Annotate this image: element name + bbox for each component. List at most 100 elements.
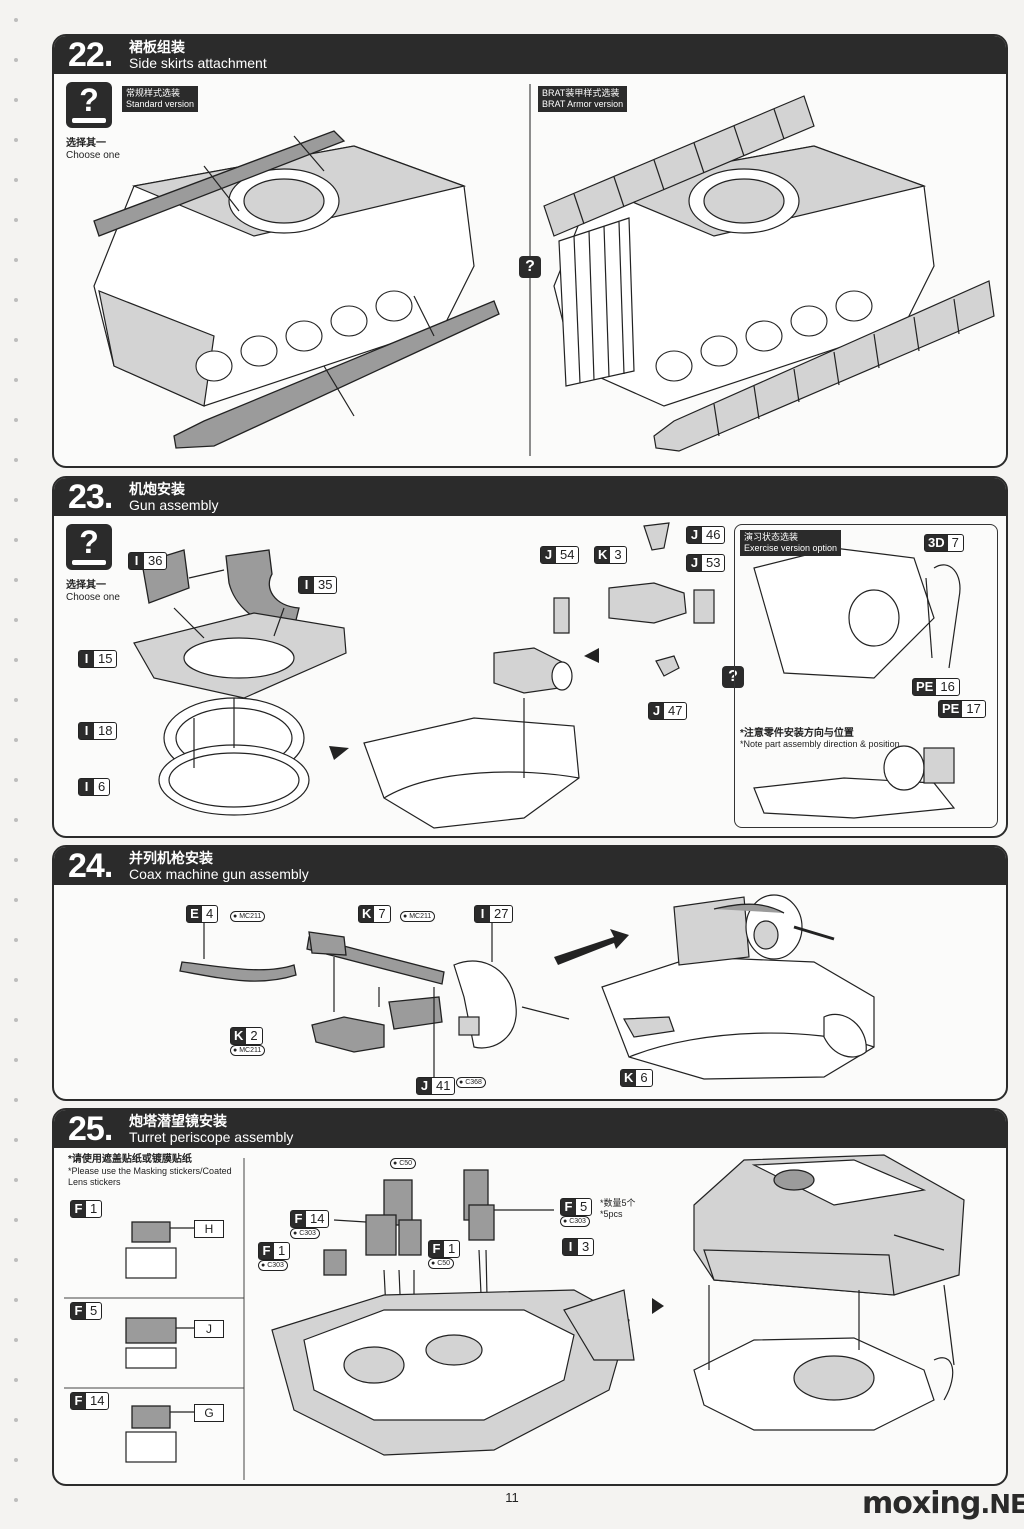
- step-title-zh: 机炮安装: [129, 481, 185, 497]
- part-j46-drawing: [643, 522, 670, 551]
- step-22-illustration: [93, 84, 995, 456]
- step-title-zh: 裙板组装: [129, 39, 185, 55]
- step-number: 24.: [68, 847, 113, 885]
- paint-code-c50: ● C50: [390, 1158, 417, 1169]
- watermark-logo: moxing.NET: [862, 1486, 1024, 1521]
- page-number: 11: [505, 1490, 519, 1505]
- quantity-note: *数量5个*5pcs: [600, 1198, 636, 1219]
- skirt-upper-brat: [543, 95, 815, 237]
- paint-code-c303: ● C303: [258, 1260, 288, 1271]
- paint-code-mc211: ● MC211: [230, 911, 266, 922]
- part-j47-drawing: [655, 655, 680, 677]
- step-24-illustration: [179, 894, 875, 1080]
- binder-holes: [14, 18, 18, 1502]
- choose-question-icon-small: ?: [722, 666, 744, 688]
- choose-one-question-icon: ?: [66, 524, 112, 570]
- step-23-header: 23. 机炮安装 Gun assembly: [54, 478, 1006, 516]
- arrow-down-left-icon: [584, 648, 599, 663]
- part-j54-drawing: [553, 597, 570, 634]
- periscope-f1-drawing: [125, 1221, 177, 1279]
- choose-one-question-icon: ?: [66, 82, 112, 128]
- turret-base-drawing: [363, 717, 580, 829]
- arrow-right-icon: [329, 746, 349, 760]
- paint-code-c50: ● C50: [428, 1258, 455, 1269]
- step-25-illustration: [64, 1154, 965, 1480]
- arrow-right-icon: [652, 1298, 664, 1314]
- sticker-label-j: J: [194, 1320, 224, 1338]
- step-title-en: Coax machine gun assembly: [129, 866, 309, 882]
- step-25-header: 25. 炮塔潜望镜安装 Turret periscope assembly: [54, 1110, 1006, 1148]
- step-25-panel: 25. 炮塔潜望镜安装 Turret periscope assembly: [52, 1108, 1008, 1486]
- part-k3-drawing: [608, 582, 687, 624]
- step-title-en: Gun assembly: [129, 497, 219, 513]
- paint-code-c303: ● C303: [560, 1216, 590, 1227]
- step-title-zh: 炮塔潜望镜安装: [129, 1113, 227, 1129]
- paint-code-mc211: ● MC211: [230, 1045, 266, 1056]
- step-number: 25.: [68, 1110, 113, 1148]
- part-j41-drawing: [388, 996, 443, 1030]
- step-number: 22.: [68, 36, 113, 74]
- step-title-en: Side skirts attachment: [129, 55, 267, 71]
- part-e4-drawing: [179, 961, 297, 982]
- step-title-zh: 并列机枪安装: [129, 850, 213, 866]
- step-number: 23.: [68, 478, 113, 516]
- periscope-f5-drawing: [125, 1317, 177, 1369]
- part-k2-drawing: [311, 1016, 385, 1053]
- masking-note-en: *Please use the Masking stickers/Coated …: [68, 1166, 232, 1187]
- paint-code-mc211: ● MC211: [400, 911, 436, 922]
- vehicle-brat-drawing: [543, 95, 995, 452]
- skirt-lower-standard: [173, 300, 500, 449]
- periscope-f14-drawing: [125, 1405, 177, 1463]
- step-23-illustration: [133, 522, 961, 829]
- exercise-option-box: [734, 524, 998, 828]
- sticker-label-g: G: [194, 1404, 224, 1422]
- step-22-header: 22. 裙板组装 Side skirts attachment: [54, 36, 1006, 74]
- step-23-panel: 23. 机炮安装 Gun assembly: [52, 476, 1008, 838]
- skirt-lower-brat: [653, 280, 995, 452]
- step-22-panel: 22. 裙板组装 Side skirts attachment: [52, 34, 1008, 468]
- part-i27-drawing: [453, 960, 517, 1049]
- skirt-upper-standard: [93, 130, 346, 237]
- step-title-en: Turret periscope assembly: [129, 1129, 294, 1145]
- choose-question-icon-small: ?: [519, 256, 541, 278]
- assembly-note-en: *Note part assembly direction & position: [740, 739, 900, 749]
- paint-code-c368: ● C368: [456, 1077, 486, 1088]
- masking-note-zh: *请使用遮盖贴纸或镀膜贴纸: [68, 1154, 192, 1165]
- arrow-right-large-icon: [554, 929, 629, 965]
- sticker-label-h: H: [194, 1220, 224, 1238]
- part-j53-drawing: [693, 589, 715, 624]
- vehicle-standard-drawing: [93, 130, 500, 449]
